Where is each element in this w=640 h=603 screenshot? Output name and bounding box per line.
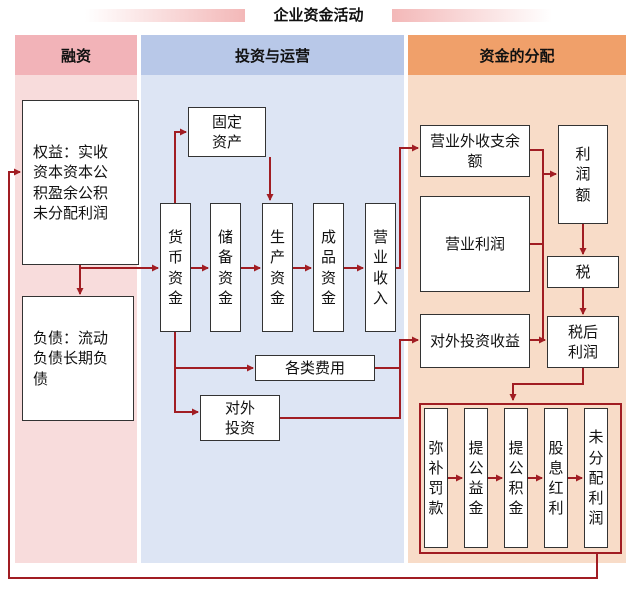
financing-header: 融资 [15, 35, 137, 75]
dividends-box: 股息红利 [544, 408, 568, 548]
arrow-after-tax-to-group [509, 368, 584, 401]
operating-revenue-box: 营业收入 [365, 203, 396, 332]
public-welfare-box: 提公益金 [464, 408, 488, 548]
arrow-feedback-loop [8, 168, 598, 579]
various-expenses-box: 各类费用 [255, 355, 375, 381]
arrow-external-to-investment-income [280, 368, 401, 419]
profit-total-box: 利润额 [558, 125, 608, 224]
external-investment-box: 对外投资 [200, 395, 280, 441]
liabilities-box: 负债：流动负债长期负债 [22, 296, 134, 421]
arrow-revenue-to-non-operating [396, 144, 419, 269]
title-decoration-left [85, 9, 245, 22]
arrow-funds-to-expenses [174, 332, 254, 372]
production-funds-box: 生产资金 [262, 203, 293, 332]
arrow-expenses-to-investment-income [375, 336, 419, 369]
diagram-title: 企业资金活动 [273, 6, 364, 24]
fixed-assets-box: 固定资产 [188, 107, 266, 157]
arrow-non-operating-to-profit [530, 149, 557, 178]
distribution-header: 资金的分配 [408, 35, 626, 75]
arrow-financing-to-funds [79, 264, 159, 272]
equity-box: 权益：实收资本资本公积盈余公积未分配利润 [22, 100, 139, 265]
title-decoration-right [392, 9, 552, 22]
accumulation-fund-box: 提公积金 [504, 408, 528, 548]
tax-box: 税 [547, 256, 619, 288]
undistributed-profit-box: 未分配利润 [584, 408, 608, 548]
reserve-funds-box: 储备资金 [210, 203, 241, 332]
finished-funds-box: 成品资金 [313, 203, 344, 332]
after-tax-profit-box: 税后利润 [547, 316, 619, 368]
make-up-fines-box: 弥补罚款 [424, 408, 448, 548]
arrow-operating-to-profit [530, 174, 544, 245]
investment-income-box: 对外投资收益 [420, 314, 530, 368]
investment-header: 投资与运营 [141, 35, 404, 75]
monetary-funds-box: 货币资金 [160, 203, 191, 332]
non-operating-balance-box: 营业外收支余额 [420, 125, 530, 177]
arrow-funds-to-fixed [174, 128, 187, 203]
arrow-funds-to-external [174, 368, 199, 416]
operating-profit-box: 营业利润 [420, 196, 530, 292]
arrow-income-to-profit [530, 244, 544, 341]
